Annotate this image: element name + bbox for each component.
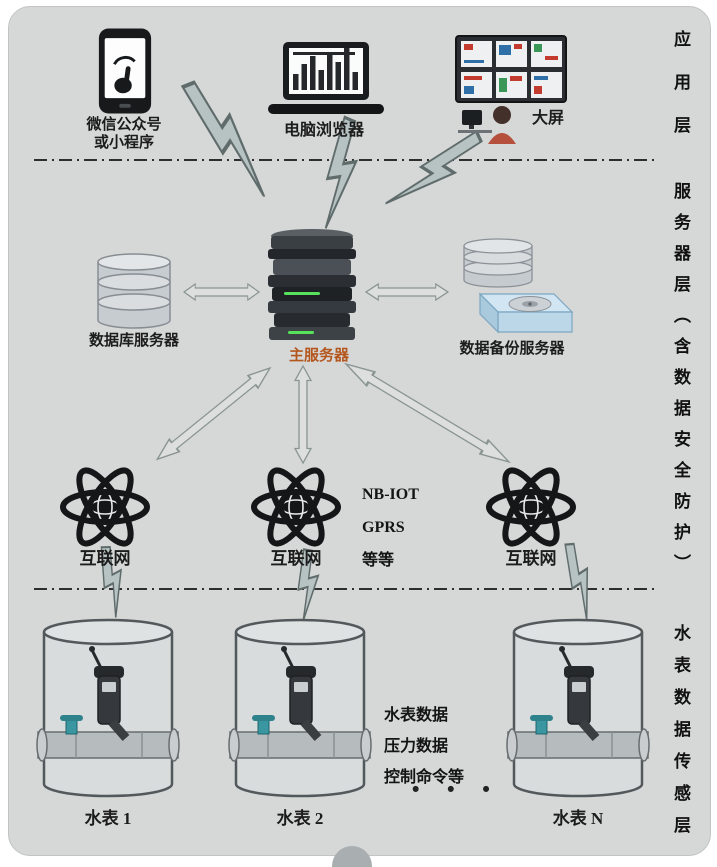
meter-label-1: 水表 1: [84, 809, 132, 828]
browser-laptop-icon: [266, 42, 386, 116]
water-meter-icon-1: [36, 616, 180, 802]
meter-label-2: 水表 2: [276, 809, 324, 828]
internet-label-1: 互联网: [79, 549, 131, 568]
water-meter-icon-n: [506, 616, 650, 802]
database-server-icon: [92, 250, 176, 332]
network-protocols-note: NB-IOT GPRS 等等: [362, 486, 419, 569]
main-server-icon: [266, 226, 358, 346]
internet-icon-2: [251, 466, 341, 548]
ellipsis: • • •: [412, 778, 501, 801]
bottom-circle-artifact: [332, 846, 372, 867]
backup-server-label: 数据备份服务器: [459, 341, 565, 357]
backup-server-icon: [452, 232, 576, 342]
internet-icon-1: [60, 466, 150, 548]
browser-label: 电脑浏览器: [283, 122, 364, 139]
wechat-label: 微信公众号 或小程序: [86, 117, 162, 151]
internet-icon-3: [486, 466, 576, 548]
bigscreen-label: 大屏: [531, 110, 564, 127]
database-server-label: 数据库服务器: [88, 333, 179, 349]
meter-label-n: 水表 N: [552, 809, 604, 828]
main-server-label: 主服务器: [288, 348, 349, 364]
bigscreen-wall-icon: [450, 35, 572, 148]
meter-data-note: 水表数据 压力数据 控制命令等: [384, 707, 465, 786]
internet-label-2: 互联网: [270, 549, 322, 568]
layer-label-application: 应用层: [671, 30, 690, 159]
layer-label-sensor: 水表数据传感层: [671, 624, 690, 848]
layer-label-server: 服务器层（含数据安全防护）: [671, 182, 690, 585]
wechat-phone-icon: [96, 26, 154, 116]
internet-label-3: 互联网: [505, 549, 557, 568]
water-meter-icon-2: [228, 616, 372, 802]
